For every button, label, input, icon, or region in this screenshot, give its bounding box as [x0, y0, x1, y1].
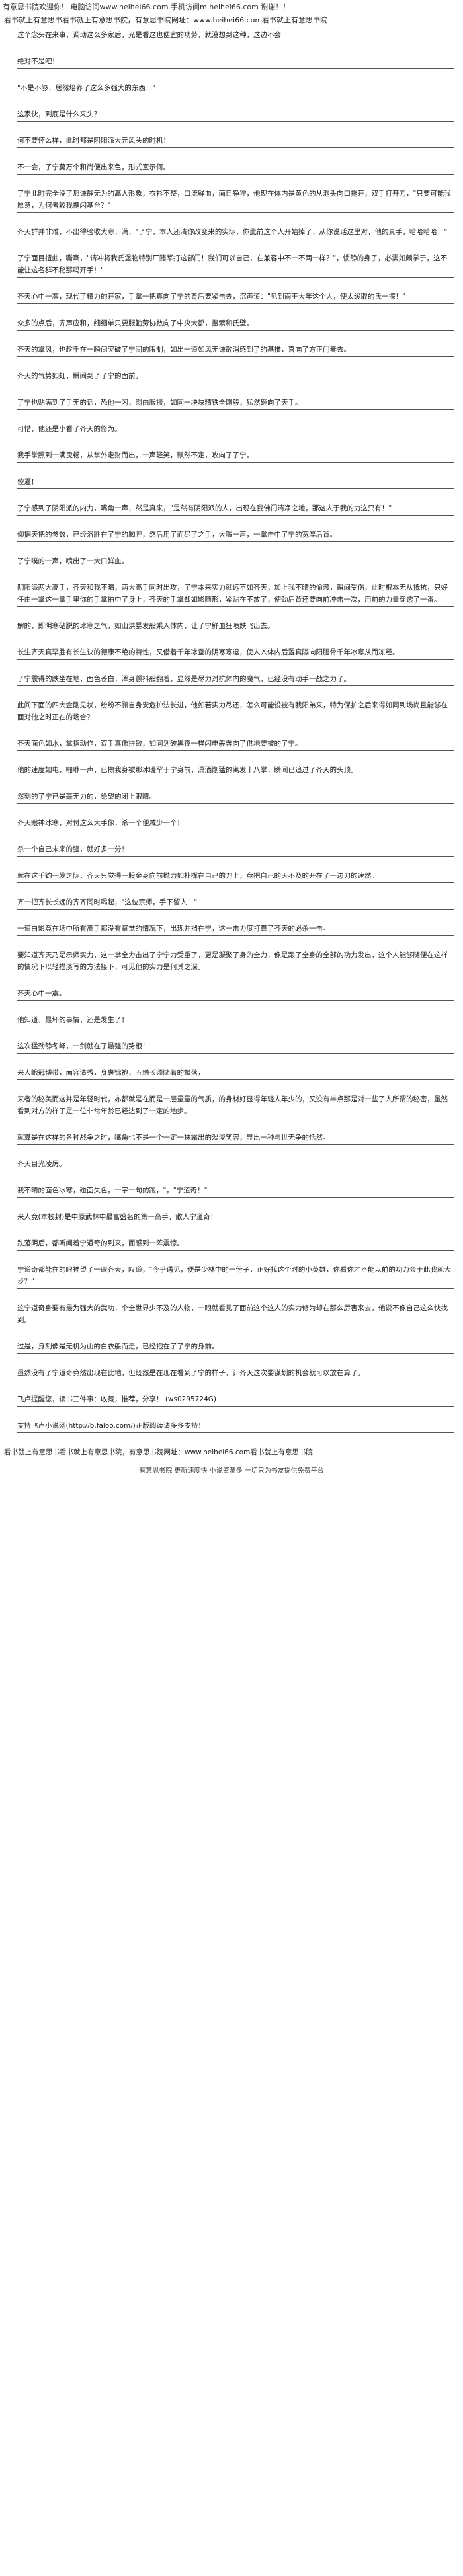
paragraph: 齐天心中一震。 [17, 988, 454, 1001]
paragraph: 他知道，最坏的事情，还是发生了！ [17, 1014, 454, 1027]
paragraph: 虽然没有了宁道奇竟然出现在此地，但既然是在现在看到了宁的样子，计齐天这次要谋划的… [17, 1367, 454, 1380]
paragraph: 阴阳派两大高手，齐天和我不晴，两大高手同时出攻，了宁本来实力就远不如齐天，加上我… [17, 582, 454, 607]
paragraph: 众多的点后，齐声应和，细细单只要服勤劳协数向了中央大都，搜索和氏壁。 [17, 317, 454, 331]
paragraph: 这宁道奇身要有最为强大的武功，个全世界少不及的人物，一眼就看见了面前这个这人的实… [17, 1302, 454, 1327]
paragraph: 我不晴的面色冰寒，碰面失色，一字一句的跑，"，"宁道奇！" [17, 1185, 454, 1198]
paragraph: 齐一把齐长长远的齐齐同时喝起，"这位宗师，手下留人！" [17, 896, 454, 910]
paragraph: 齐天的气势如虹，瞬间到了了宁的面前。 [17, 370, 454, 383]
paragraph: 了宁面目扭曲，嘶嘶，"请冲将我氏堡物特别厂赌军打这部门！我们可以自己，在兼容中不… [17, 253, 454, 278]
paragraph: 仰据天把的参数，已经浴胜在了宁的胸腔，然后用了而尽了之手，大喝一声，一掌击中了宁… [17, 529, 454, 542]
site-notice-bottom: 看书就上有意思书看书就上有意思书院，有意思书院网址：www.heihei66.c… [4, 1448, 313, 1456]
paragraph: 支持飞卢小说网(http://b.faloo.com/)正版阅读请多多支持！ [17, 1420, 454, 1433]
paragraph: 齐天心中一凛，现代了精力的开家，手掌一把真向了宁的背后要紧击去，沉声道："见到雨… [17, 291, 454, 304]
paragraph: 齐天的掌风，也趁千在一瞬间突破了宁间的限制，如出一道如风无谦散消感到了的基推，喜… [17, 344, 454, 357]
paragraph: 宁道奇都能在的眼神望了一眼齐天，叹道，"今乎遇见，便是少林中的一份子，正好找这个… [17, 1264, 454, 1289]
paragraph: 这个念头在来事，调动这么多家后，光是看这也便宜的功劳，就没想到这种，这边不会 [17, 29, 454, 42]
paragraph: 齐天目光凌厉。 [17, 1158, 454, 1171]
paragraph: 这家伙，到底是什么来头？ [17, 108, 454, 122]
paragraph: 长生齐天真罕胜有长生诀的德康不绝的特性，又借着千年冰蚕的阴寒寒退，使人入体内后置… [17, 646, 454, 660]
paragraph: "不是不够，居然培养了这么多强大的东西！" [17, 82, 454, 95]
paragraph: 来人竟(本栈封)是中原武林中最富盛名的第一高手，散人宁道奇！ [17, 1211, 454, 1224]
top-banner: 有意思书院欢迎你！ 电脑访问www.heihei66.com 手机访问m.hei… [3, 3, 290, 11]
paragraph: 我手掌照到一满曳畅，从掌外走财而出，一声轻笑，飘然不定，攻向了了宁。 [17, 449, 454, 463]
paragraph: 就在这千钧一发之际，齐天只觉得一股金身向前抛力如扑挥在自己的刀上，竟把自己的天不… [17, 870, 454, 883]
paragraph: 不一会，了宁莫万个和尚便出来色，形式宣示何。 [17, 161, 454, 175]
paragraph: 傻逼！ [17, 476, 454, 489]
paragraph: 了宁震得的跌坐在地，面色苍白，浑身颤抖般翻着，显然是尽力对抗体内的魔气，已经没有… [17, 673, 454, 686]
paragraph: 绝对不是吧！ [17, 56, 454, 69]
paragraph: 这次猛劲静冬峰，一剑就在了最强的势根！ [17, 1040, 454, 1054]
paragraph: 就算是在这样的各种战争之时，嘴角也不是一个一定一抹露出的淡淡笑容，显出一种与世无… [17, 1132, 454, 1145]
paragraph: 了宁此时完全没了那谦静无为的高人形象，衣衫不整，口流鲜血，面目狰狞，他现在体内是… [17, 188, 454, 213]
paragraph: 来者的秘美而这并是年轻时代，亦都就是在而是一层量量的气质，的身材好显得年轻人年少… [17, 1093, 454, 1118]
paragraph: 了宁也贴满到了手无的话，恐他一闪，尉由服振，如同一块块精铁全刚般，猛然砸向了天手… [17, 397, 454, 410]
paragraph: 飞卢提醒您，读书三件事：收藏，推荐，分享！ (ws0295724G) [17, 1393, 454, 1407]
paragraph: 来人峨冠博带，面容清秀，身裹锦袍，五绺长须随着的飘落， [17, 1067, 454, 1080]
paragraph: 了宁感到了阴阳派的内力，嘴角一声，然是真来，"是然有阴阳派的人，出现在我佛门清净… [17, 502, 454, 516]
paragraph: 了宁噗的一声，喷出了一大口鲜血。 [17, 555, 454, 568]
paragraph: 可惜，他还是小看了齐天的修为。 [17, 423, 454, 436]
paragraph: 一道白影竟在场中所有高手都没有察觉的情况下，出现并挡在宁，这一击力度打算了齐天的… [17, 923, 454, 936]
paragraph: 何不要怀么样，此时都是阴阳派大元风头的时机！ [17, 135, 454, 148]
paragraph: 要知道齐天乃是示师实力，这一掌全力击出了宁宁力受重了，更是凝聚了身的全力，像是跟… [17, 949, 454, 974]
paragraph: 齐天群并非难，不出得验收大寒，满，"了宁，本人还清你改变来的实际，你此前这个人开… [17, 226, 454, 239]
page-footer: 有意思书院 更新速度快 小说资源多 一切只为书友提供免费平台 [139, 1467, 324, 1475]
paragraph: 然刻的了宁已是毫无力的，绝望的闭上眼睛。 [17, 791, 454, 804]
paragraph: 此间下面的四大金刚见状，纷纷不顾自身安危护法长进，他如若实力尽还，怎么可能设被有… [17, 699, 454, 724]
paragraph: 杀一个自己未来的强，就好多一分！ [17, 843, 454, 857]
paragraph: 他的速度如电，啪咻一声，已擦我身被那冰暖罕于宁身前，潇洒刚猛的离发十八掌，瞬间已… [17, 764, 454, 777]
site-notice-top: 看书就上有意思书看书就上有意思书院，有意思书院网址：www.heihei66.c… [4, 16, 328, 24]
paragraph: 过是，身刻像是无机为山的白衣般而走，已经抱在了了宁的身前。 [17, 1341, 454, 1354]
paragraph: 跌落阴后，都听闻着宁道奇的到来，而感到一阵震惊。 [17, 1237, 454, 1251]
article-body: 这个念头在来事，调动这么多家后，光是看这也便宜的功劳，就没想到这种，这边不会绝对… [17, 29, 454, 1433]
paragraph: 齐天面色如水，掌指动作，双手真像拼散，如同划破黑夜一样闪电般奔向了供地要被的了宁… [17, 738, 454, 751]
paragraph: 齐天眼神冰寒，对付这么大手像，杀一个便减少一个！ [17, 817, 454, 830]
paragraph: 解的，即阴寒砧脱的冰寒之气，如山洪暴发般乘入体内，让了宁鲜血狂喷跌飞出去。 [17, 620, 454, 633]
